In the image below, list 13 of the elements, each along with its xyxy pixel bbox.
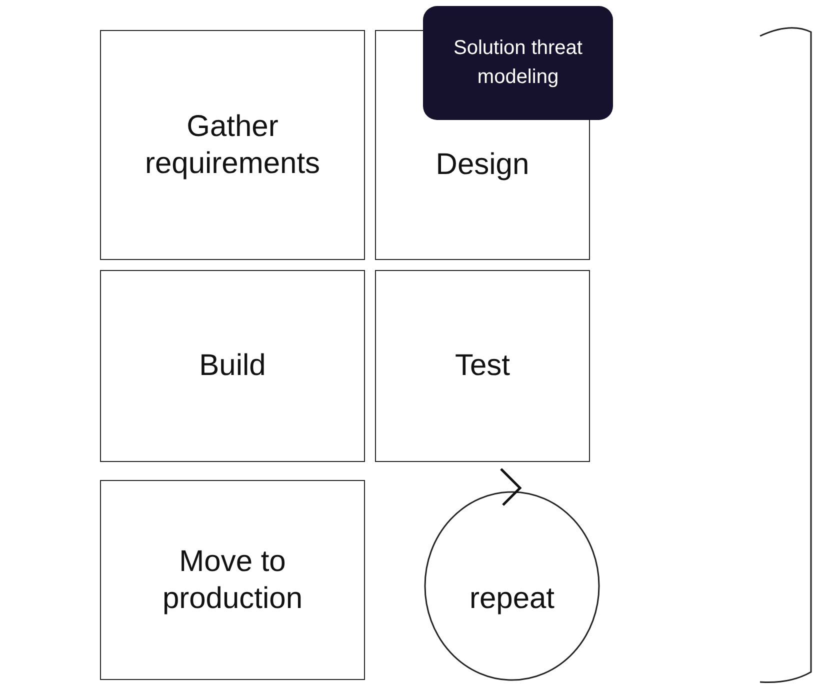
node-label: Gather requirements: [144, 108, 322, 182]
node-label: Build: [199, 348, 266, 384]
badge-label: Solution threat modeling: [452, 36, 584, 90]
process-box: [100, 30, 365, 260]
node-label: repeat: [469, 580, 555, 617]
process-box: [100, 480, 365, 680]
process-box: [100, 270, 365, 462]
process-box: [375, 270, 590, 462]
cycle-circle: [424, 466, 600, 681]
node-label: Move to production: [161, 544, 304, 617]
node-label: Test: [454, 348, 510, 384]
node-label: Design: [436, 147, 530, 184]
note-tooltip: [423, 6, 613, 120]
